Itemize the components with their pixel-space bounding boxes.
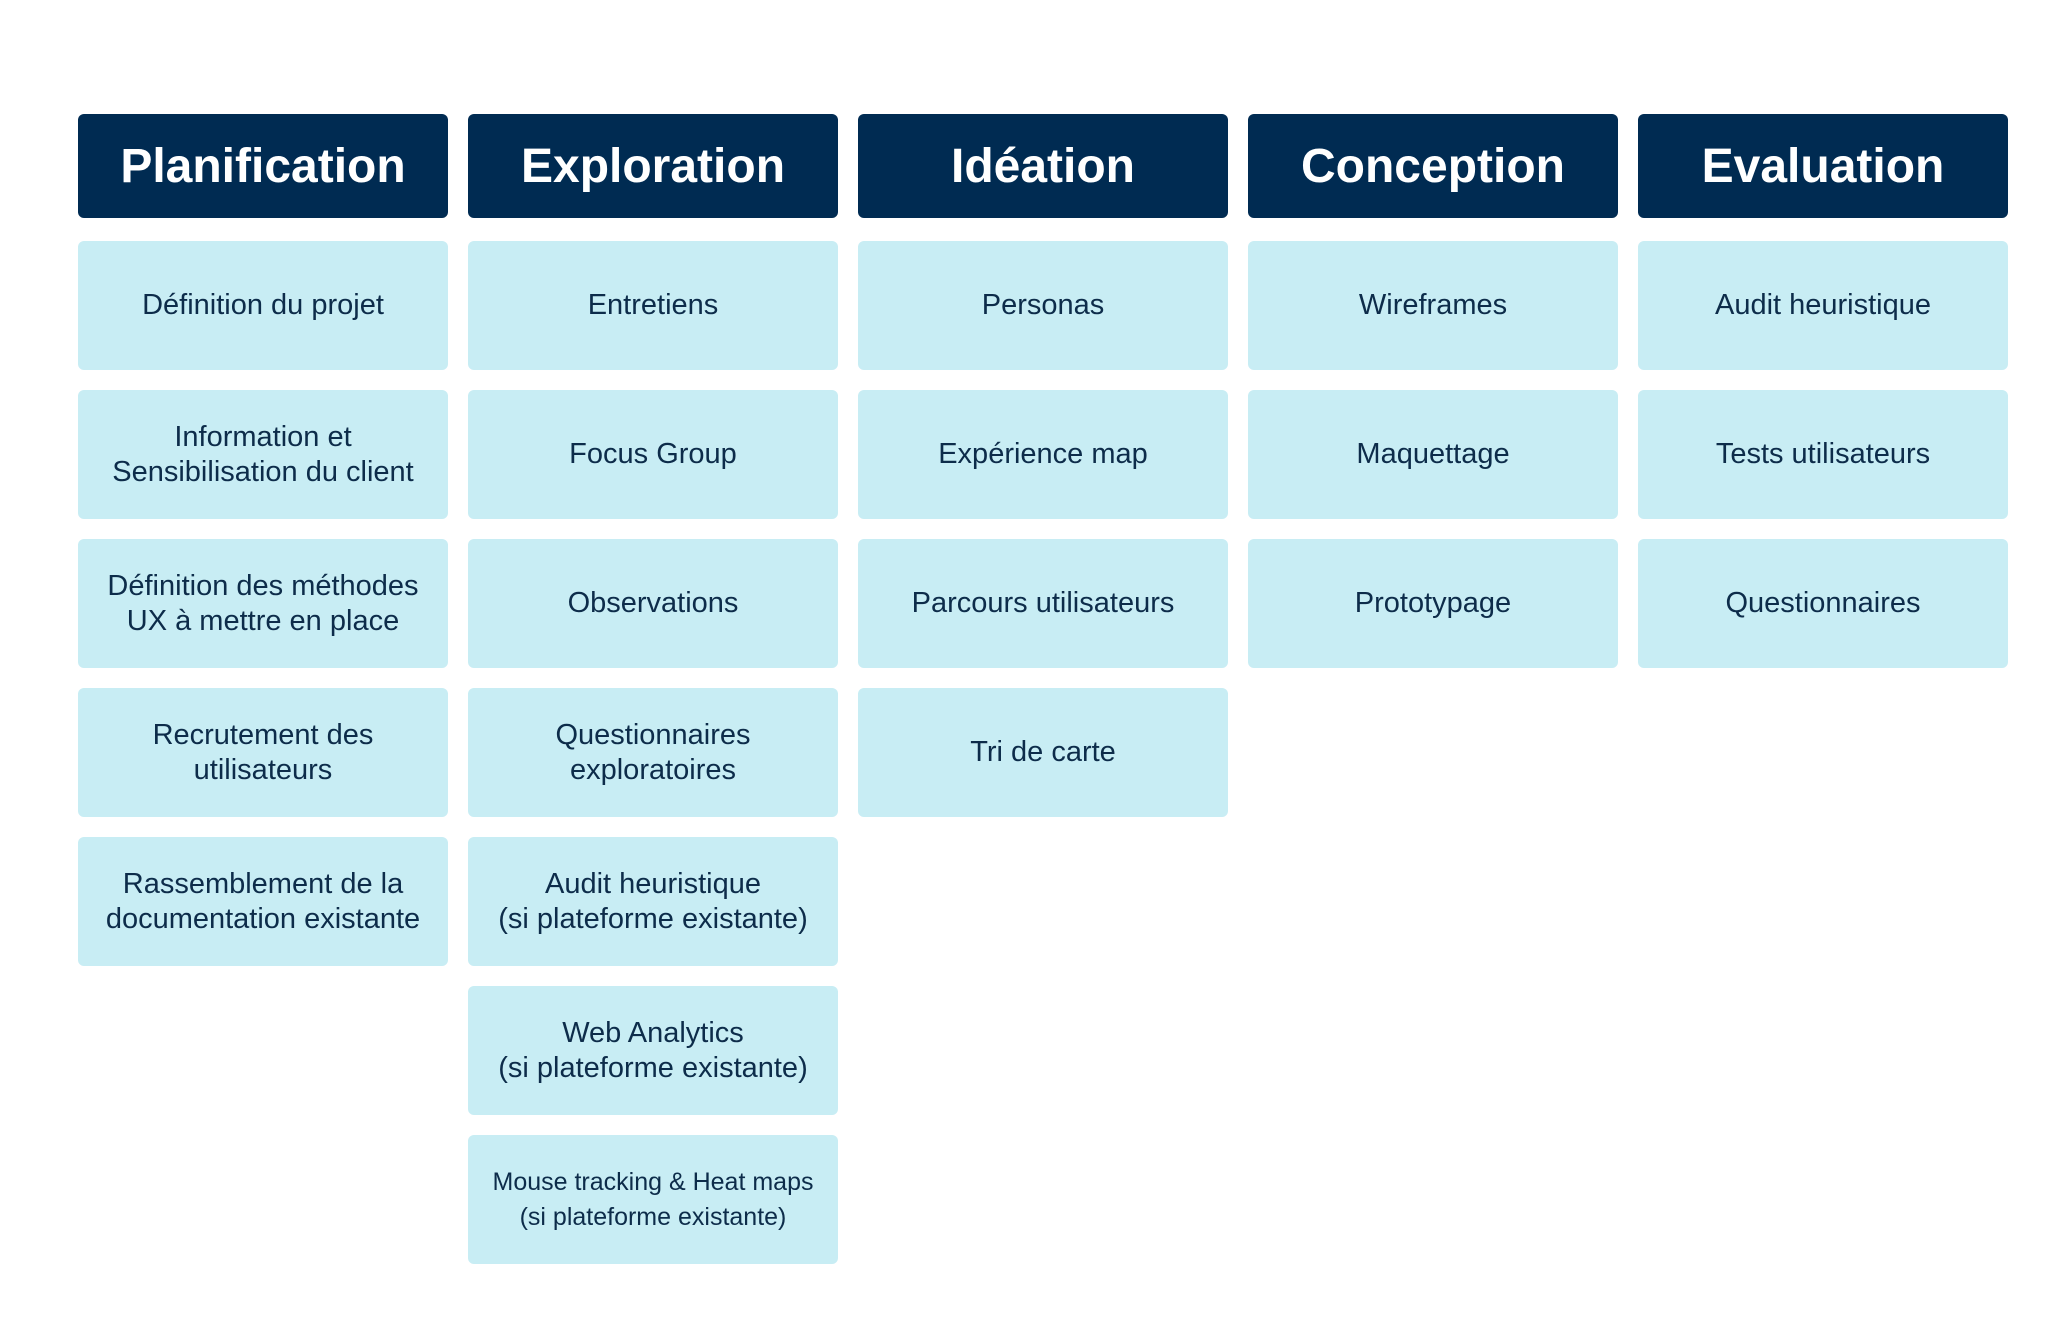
method-card: Questionnaires: [1638, 539, 2008, 668]
method-card: Personas: [858, 241, 1228, 370]
column-header: Exploration: [468, 114, 838, 218]
method-card: Maquettage: [1248, 390, 1618, 519]
column-header: Idéation: [858, 114, 1228, 218]
method-card: Tests utilisateurs: [1638, 390, 2008, 519]
method-card: Entretiens: [468, 241, 838, 370]
method-card: Mouse tracking & Heat maps (si plateform…: [468, 1135, 838, 1264]
method-card: Observations: [468, 539, 838, 668]
method-card: Tri de carte: [858, 688, 1228, 817]
method-card: Parcours utilisateurs: [858, 539, 1228, 668]
column-ideation: Idéation Personas Expérience map Parcour…: [858, 114, 1228, 1284]
method-card: Questionnaires exploratoires: [468, 688, 838, 817]
method-card: Web Analytics (si plateforme existante): [468, 986, 838, 1115]
column-header: Conception: [1248, 114, 1618, 218]
method-card: Définition du projet: [78, 241, 448, 370]
method-card: Focus Group: [468, 390, 838, 519]
column-conception: Conception Wireframes Maquettage Prototy…: [1248, 114, 1618, 1284]
column-header: Planification: [78, 114, 448, 218]
method-card: Prototypage: [1248, 539, 1618, 668]
method-card: Information et Sensibilisation du client: [78, 390, 448, 519]
column-header: Evaluation: [1638, 114, 2008, 218]
ux-process-board: Planification Définition du projet Infor…: [78, 114, 2008, 1284]
method-card: Wireframes: [1248, 241, 1618, 370]
method-card: Expérience map: [858, 390, 1228, 519]
method-card: Audit heuristique: [1638, 241, 2008, 370]
method-card: Recrutement des utilisateurs: [78, 688, 448, 817]
method-card: Définition des méthodes UX à mettre en p…: [78, 539, 448, 668]
column-planification: Planification Définition du projet Infor…: [78, 114, 448, 1284]
method-card: Rassemblement de la documentation exista…: [78, 837, 448, 966]
column-exploration: Exploration Entretiens Focus Group Obser…: [468, 114, 838, 1284]
column-evaluation: Evaluation Audit heuristique Tests utili…: [1638, 114, 2008, 1284]
method-card: Audit heuristique (si plateforme existan…: [468, 837, 838, 966]
